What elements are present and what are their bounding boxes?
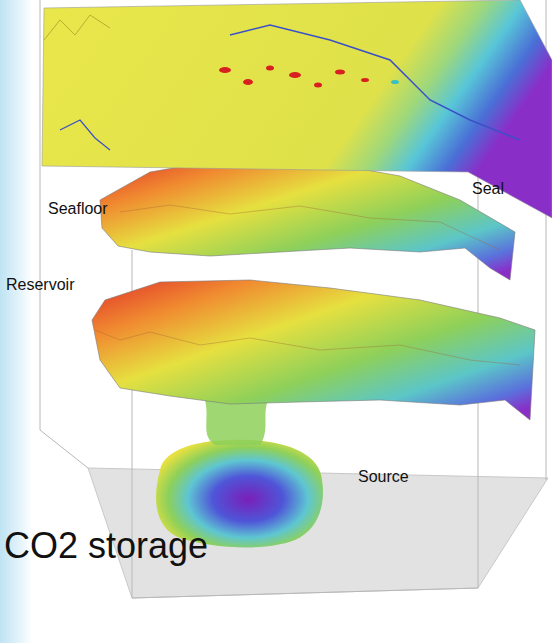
slide-title: CO2 storage bbox=[4, 526, 208, 566]
layer-label: Reservoir bbox=[6, 276, 74, 294]
layer-label: Seal bbox=[472, 180, 504, 198]
layer-label: Source bbox=[358, 468, 409, 486]
layer-label: Seafloor bbox=[48, 200, 108, 218]
